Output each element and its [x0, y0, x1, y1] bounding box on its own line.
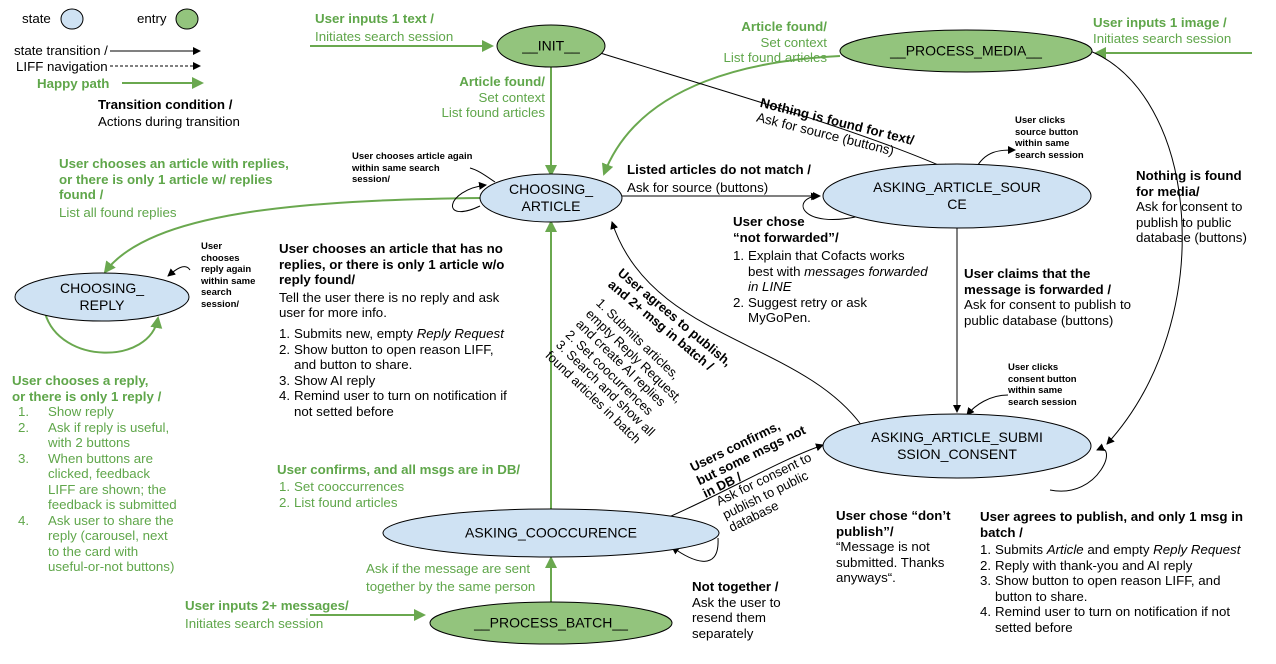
list-item: to the card with — [48, 543, 139, 559]
list-item: best with messages forwarded — [748, 263, 928, 279]
list-item: MyGoPen. — [748, 310, 811, 325]
label-not-together: Not together / Ask the user to resend th… — [692, 579, 781, 641]
label-user-inputs-multiple: User inputs 2+ messages/ Initiates searc… — [185, 598, 349, 631]
edge-choosing-to-reply — [103, 197, 483, 274]
list-item: 2.Suggest retry or ask — [733, 294, 867, 310]
list-item: with 2 buttons — [48, 435, 131, 450]
list-item: 2.Ask if reply is useful, — [18, 419, 170, 435]
edge-choosing-self — [452, 181, 487, 213]
list-item: button to share. — [995, 588, 1088, 604]
edge-consent-to-choosing — [610, 221, 863, 427]
legend-happy-label: Happy path — [37, 76, 110, 91]
list-item: and button to share. — [294, 357, 413, 372]
label-user-inputs-image: User inputs 1 image / Initiates search s… — [1093, 15, 1232, 46]
legend-transition-label: state transition / — [14, 43, 108, 58]
list-item: 2.Show button to open reason LIFF, — [279, 341, 494, 357]
label-source-again: User clicks source button within same se… — [1015, 115, 1084, 161]
legend-state-swatch — [60, 8, 84, 30]
node-choosing-reply — [14, 272, 190, 322]
label-choose-with-replies: User chooses an article with replies, or… — [59, 156, 289, 220]
edge-source-self — [802, 192, 861, 221]
list-item: setted before — [995, 619, 1073, 635]
list-item: 4.Remind user to turn on notification if… — [980, 604, 1231, 619]
label-choose-article-again: User chooses article again within same s… — [352, 151, 473, 185]
edge-choosing-self-top — [469, 167, 496, 183]
list-item: useful-or-not buttons) — [48, 559, 175, 574]
list-item: 1.Submits new, empty Reply Request — [279, 326, 504, 341]
list-item: 1.Submits Article and empty Reply Reques… — [980, 542, 1241, 557]
legend-entry-swatch — [175, 8, 199, 30]
label-article-found-init: Article found/ Set context List found ar… — [441, 74, 545, 120]
label-one-msg-publish: User agrees to publish, and only 1 msg i… — [980, 509, 1244, 540]
label-reply-again: User chooses reply again within same sea… — [201, 241, 256, 310]
edge-cooc-self — [671, 537, 719, 562]
label-nothing-found-media: Nothing is found for media/ Ask for cons… — [1136, 168, 1247, 245]
list-item: 1.Explain that Cofacts works — [733, 248, 905, 263]
node-asking-consent — [822, 413, 1092, 479]
label-confirms-all-in-db: User confirms, and all msgs are in DB/ — [277, 462, 521, 477]
list-confirms-all: 1.Set cooccurrences 2.List found article… — [279, 479, 404, 510]
node-process-media — [839, 29, 1093, 73]
label-choose-reply: User chooses a reply, or there is only 1… — [12, 373, 162, 404]
edge-reply-self-happy — [44, 312, 163, 354]
list-item: 3.Show button to open reason LIFF, and — [980, 573, 1221, 588]
label-not-forwarded: User chose “not forwarded”/ — [733, 214, 839, 245]
list-item: 1.Show reply — [18, 404, 114, 419]
list-item: 2.List found articles — [279, 494, 398, 510]
label-dont-publish: User chose “don’t publish”/ “Message is … — [836, 508, 951, 585]
edge-media-to-choosing — [601, 55, 841, 176]
list-item: not setted before — [294, 403, 394, 419]
list-item: 3.When buttons are — [18, 450, 153, 466]
list-item: feedback is submitted — [48, 497, 177, 512]
label-user-inputs-text: User inputs 1 text / Initiates search se… — [315, 11, 454, 44]
label-claims-forwarded: User claims that the message is forwarde… — [964, 266, 1132, 328]
label-consent-again: User clicks consent button within same s… — [1008, 362, 1077, 408]
edge-consent-self — [1049, 443, 1107, 492]
list-item: clicked, feedback — [48, 466, 150, 481]
edge-init-to-source — [596, 51, 951, 171]
list-item: reply (carousel, next — [48, 528, 168, 543]
node-process-batch — [429, 601, 673, 645]
list-item: LIFF are shown; the — [48, 481, 167, 497]
node-init — [496, 24, 606, 68]
legend-condition-title: Transition condition / — [98, 97, 233, 112]
list-choose-reply: 1.Show reply 2.Ask if reply is useful, w… — [12, 404, 177, 575]
list-no-replies: 1.Submits new, empty Reply Request 2.Sho… — [279, 326, 507, 419]
list-not-forwarded: 1.Explain that Cofacts works best with m… — [733, 248, 928, 326]
node-choosing-reply-label: CHOOSING_REPLY — [59, 280, 145, 313]
legend-state-label: state — [22, 11, 51, 26]
label-ask-same-person: Ask if the message are sent together by … — [366, 561, 536, 594]
node-asking-cooccurrence — [382, 508, 720, 558]
list-one-msg: 1.Submits Article and empty Reply Reques… — [980, 542, 1240, 635]
label-article-found-media: Article found/ Set context List found ar… — [723, 19, 827, 65]
list-item: 2.Reply with thank-you and AI reply — [980, 557, 1193, 573]
node-process-media-label: __PROCESS_MEDIA__ — [890, 42, 1042, 59]
list-item: 1.Set cooccurrences — [279, 479, 405, 494]
edge-reply-self-top — [167, 266, 191, 277]
node-asking-cooccurrence-label: ASKING_COOCCURENCE — [465, 524, 637, 541]
edge-cooc-to-consent — [668, 443, 824, 518]
list-item: 3.Show AI reply — [279, 372, 376, 388]
node-choosing-article-label: CHOOSING_ARTICLE — [508, 181, 594, 214]
node-asking-source — [822, 163, 1092, 229]
node-init-label: __INIT__ — [522, 37, 580, 54]
edge-media-to-consent — [1084, 48, 1183, 445]
legend-condition-sub: Actions during transition — [98, 114, 240, 129]
list-item: 4.Ask user to share the — [18, 512, 174, 528]
legend-liff-label: LIFF navigation — [16, 59, 108, 74]
list-item: 4.Remind user to turn on notification if — [279, 388, 507, 403]
node-process-batch-label: __PROCESS_BATCH__ — [474, 614, 628, 631]
legend-entry-label: entry — [137, 11, 167, 26]
label-no-replies: User chooses an article that has no repl… — [279, 241, 505, 320]
node-choosing-article — [479, 173, 623, 223]
edge-consent-self-top — [966, 394, 1009, 416]
label-listed-no-match: Listed articles do not match / Ask for s… — [627, 162, 811, 195]
list-item: in LINE — [748, 279, 792, 294]
